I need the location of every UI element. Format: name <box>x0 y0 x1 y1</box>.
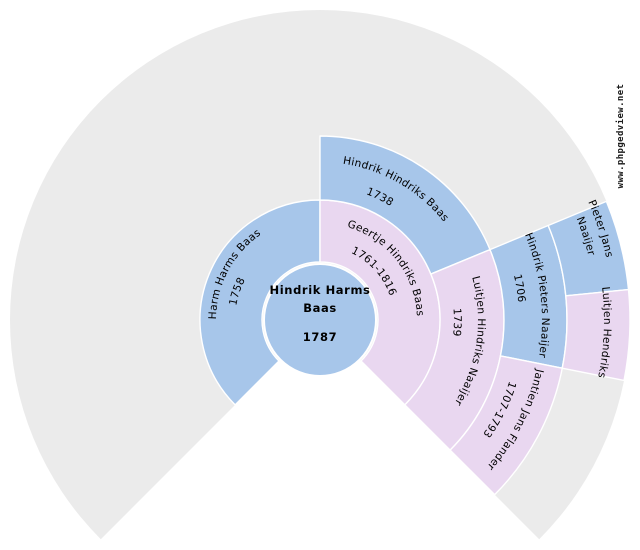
root-person-date: 1787 <box>303 330 337 344</box>
sector-label-hindrik-pieters-naaijer-line2: 1706 <box>511 273 527 303</box>
fan-sector-jantien-jans-flander[interactable] <box>449 355 563 496</box>
root-person-name-line2: Baas <box>303 301 337 315</box>
root-person-circle[interactable] <box>263 263 377 377</box>
root-person-name-line1: Hindrik Harms <box>270 283 371 297</box>
fan-sector-luitjen-hendriks[interactable] <box>561 288 631 382</box>
fan-sector-harm-harms-baas[interactable] <box>199 199 321 406</box>
watermark-phpgedview: www.phpgedview.net <box>615 84 626 189</box>
